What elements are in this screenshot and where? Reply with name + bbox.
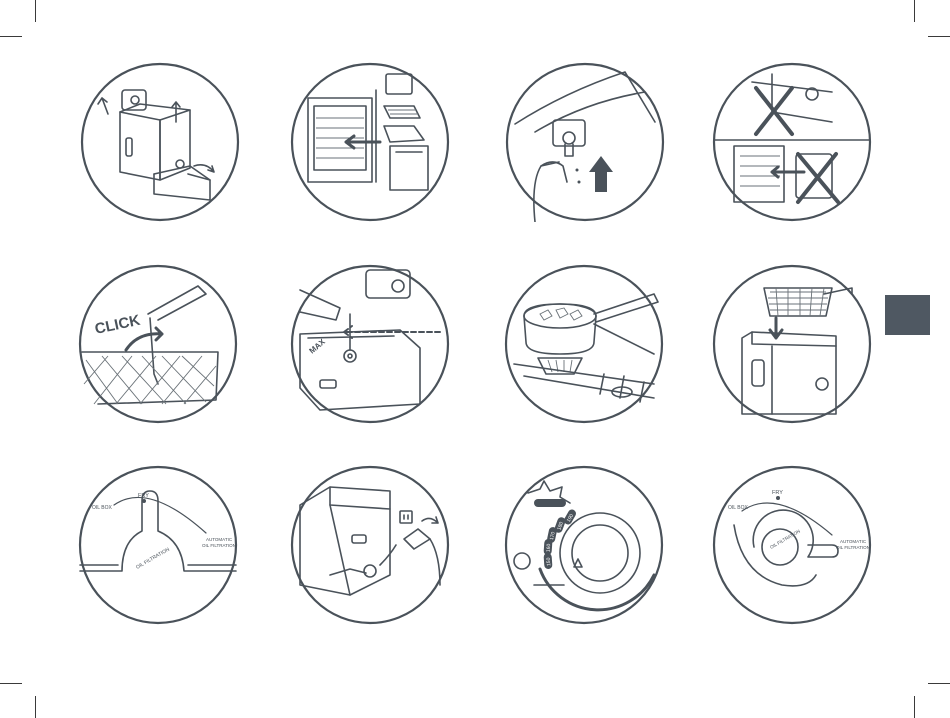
knob4-top-label: FRY xyxy=(772,490,783,496)
crop-mark-bl-v xyxy=(35,696,36,718)
crop-mark-tl-v xyxy=(35,0,36,22)
knob1-top-label: FRY xyxy=(138,493,149,499)
temp-label-150: 150 xyxy=(546,557,553,566)
illustration-temperature-dial: 190 180 170 160 150 xyxy=(504,465,664,625)
illustration-press-valve xyxy=(505,62,665,222)
crop-mark-tr-v xyxy=(914,0,915,22)
illustration-do-not xyxy=(712,62,872,222)
illustration-knob-oil-box: FRY OIL BOX AUTOMATIC OIL FILTRATION OIL… xyxy=(78,465,238,625)
section-tab xyxy=(885,295,930,335)
illustration-pan-on-stove xyxy=(504,264,664,424)
knob4-left-label: OIL BOX xyxy=(728,505,748,511)
knob4-right-label-2: OIL FILTRATION xyxy=(836,545,870,550)
illustration-knob-automatic-filtration: FRY OIL BOX AUTOMATIC OIL FILTRATION OIL… xyxy=(712,465,872,625)
crop-mark-br-v xyxy=(914,696,915,718)
temp-label-160: 160 xyxy=(546,543,553,552)
crop-mark-bl-h xyxy=(0,683,22,684)
illustration-remove-parts xyxy=(80,62,240,222)
knob1-right-label-1: AUTOMATIC xyxy=(206,537,233,542)
illustration-lower-basket xyxy=(712,264,872,424)
crop-mark-br-h xyxy=(928,683,950,684)
knob1-left-label: OIL BOX xyxy=(92,505,112,511)
knob4-right-label-1: AUTOMATIC xyxy=(840,539,867,544)
crop-mark-tl-h xyxy=(0,36,22,37)
illustration-unplug xyxy=(290,465,450,625)
crop-mark-tr-h xyxy=(928,36,950,37)
illustration-dishwasher xyxy=(290,62,450,222)
illustration-fill-oil: MAX xyxy=(290,264,450,424)
knob1-right-label-2: OIL FILTRATION xyxy=(202,543,236,548)
illustration-basket-handle-click: CLICK xyxy=(78,264,238,424)
